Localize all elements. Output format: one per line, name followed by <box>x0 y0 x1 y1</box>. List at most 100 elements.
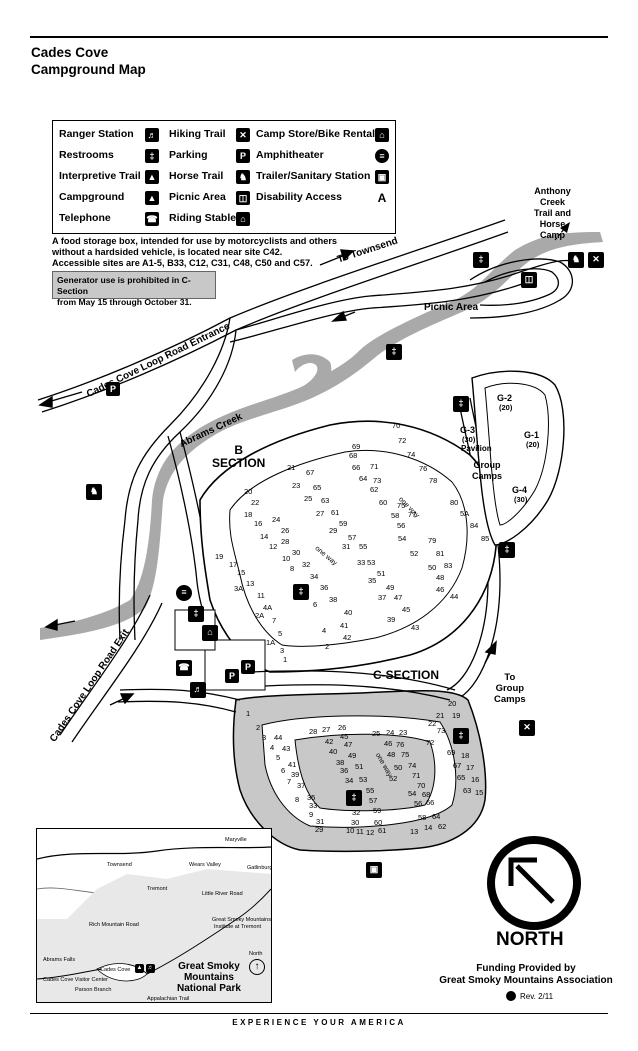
campsite-number: 30 <box>351 818 360 827</box>
campsite-number: 20 <box>244 487 253 496</box>
ranger-icon: ♬ <box>190 682 206 698</box>
campsite-number: 72 <box>398 436 407 445</box>
campsite-number: 1A <box>266 638 276 647</box>
campsite-number: 66 <box>352 463 361 472</box>
g2-capacity: (20) <box>499 403 513 412</box>
campsite-number: 3 <box>262 733 267 742</box>
legend-amphitheater: Amphitheater <box>256 149 324 161</box>
campsite-number: 11 <box>356 827 364 836</box>
campsite-number: 14 <box>424 823 433 832</box>
parking-icon: P <box>225 669 239 683</box>
ranger-icon: ♬ <box>145 128 159 142</box>
campsite-number: 7 <box>272 616 277 625</box>
campsite-number: 33 <box>357 558 366 567</box>
page-title: Cades Cove Campground Map <box>31 44 146 78</box>
campsite-number: 34 <box>345 776 354 785</box>
campsite-number: 24 <box>272 515 281 524</box>
campsite-number: 35 <box>368 576 377 585</box>
inset-place-name: North <box>249 951 263 957</box>
campsite-number: 3A <box>234 584 244 593</box>
campsite-number: 7 <box>287 777 292 786</box>
restroom-icon: ‡ <box>473 252 489 268</box>
tent-icon: ▲ <box>135 964 144 973</box>
c-section-label: C-SECTION <box>373 668 439 682</box>
campsite-number: 77 <box>408 510 417 519</box>
campsite-number: 22 <box>428 719 437 728</box>
campsite-number: 61 <box>331 508 340 517</box>
campsite-number: 75 <box>401 750 410 759</box>
food-storage-note: A food storage box, intended for use by … <box>52 236 338 268</box>
map-legend: Ranger Station ♬ Hiking Trail ✕ Camp Sto… <box>52 120 396 234</box>
gsma-logo-icon <box>506 991 516 1001</box>
b-section-boundary <box>199 420 498 673</box>
g3-label: G-3 <box>460 425 476 435</box>
campsite-number: 68 <box>422 790 431 799</box>
inset-place-name: Townsend <box>107 862 132 868</box>
campsite-number: 6 <box>313 600 318 609</box>
campsite-number: 17 <box>229 560 238 569</box>
campsite-number: 74 <box>408 761 417 770</box>
campsite-number: 10 <box>346 826 355 835</box>
legend-interpretive: Interpretive Trail <box>59 170 141 182</box>
campsite-number: 17 <box>466 763 475 772</box>
campsite-number: 49 <box>348 751 357 760</box>
title-line-2: Campground Map <box>31 62 146 77</box>
campsite-number: 78 <box>429 476 438 485</box>
campsite-number: 62 <box>370 485 379 494</box>
horse-icon: ♞ <box>568 252 584 268</box>
legend-picnic: Picnic Area <box>169 191 226 203</box>
restroom-icon: ‡ <box>293 584 309 600</box>
campsite-number: 39 <box>387 615 396 624</box>
store-icon: ⌂ <box>202 625 218 641</box>
campsite-number: 47 <box>394 593 403 602</box>
g1-label: G-1 <box>524 430 540 440</box>
campsite-number: 26 <box>281 526 290 535</box>
c-section-loops <box>261 715 457 828</box>
inset-place-name: Institute at Tremont <box>214 924 262 930</box>
campsite-number: 48 <box>436 573 445 582</box>
campsite-number: 59 <box>373 806 382 815</box>
inset-place-name: Maryville <box>225 837 247 843</box>
g4-capacity: (30) <box>514 495 528 504</box>
inset-place-name: Great Smoky Mountains <box>212 917 271 923</box>
campsite-number: 27 <box>322 725 331 734</box>
restroom-icon: ‡ <box>188 606 204 622</box>
campsite-number: 45 <box>340 732 349 741</box>
campsite-number: 18 <box>244 510 253 519</box>
campsite-number: 25 <box>304 494 313 503</box>
sanitary-icon: ▣ <box>375 170 389 184</box>
campsite-number: 8 <box>295 795 300 804</box>
campsite-number: 55 <box>359 542 368 551</box>
campsite-number: 84 <box>470 521 479 530</box>
campsite-number: 12 <box>366 828 375 837</box>
campsite-number: 48 <box>387 750 396 759</box>
campsite-number: 64 <box>432 812 441 821</box>
restroom-icon: ‡ <box>145 149 159 163</box>
campsite-number: 80 <box>450 498 459 507</box>
campsite-number: 57 <box>348 533 357 542</box>
campsite-number: 50 <box>394 763 403 772</box>
legend-access: Disability Access <box>256 191 342 203</box>
campsite-number: 31 <box>342 542 351 551</box>
campsite-number: 21 <box>287 463 296 472</box>
campsite-number: 1 <box>283 655 288 664</box>
campsite-number: 49 <box>386 583 395 592</box>
campsite-number: 16 <box>254 519 263 528</box>
campsite-number: 42 <box>343 633 352 642</box>
amphitheater-icon: ≡ <box>375 149 389 163</box>
campsite-number: 58 <box>391 511 400 520</box>
restroom-icon: ‡ <box>386 344 402 360</box>
campsite-number: 56 <box>397 521 406 530</box>
campsite-number: 85 <box>481 534 490 543</box>
campsite-number: 66 <box>426 798 435 807</box>
campsite-number: 24 <box>386 728 395 737</box>
campsite-number: 32 <box>302 560 311 569</box>
campsite-number: 83 <box>444 561 453 570</box>
campsite-number: 81 <box>436 549 445 558</box>
campsite-number: 39 <box>291 770 300 779</box>
restroom-icon: ‡ <box>346 790 362 806</box>
